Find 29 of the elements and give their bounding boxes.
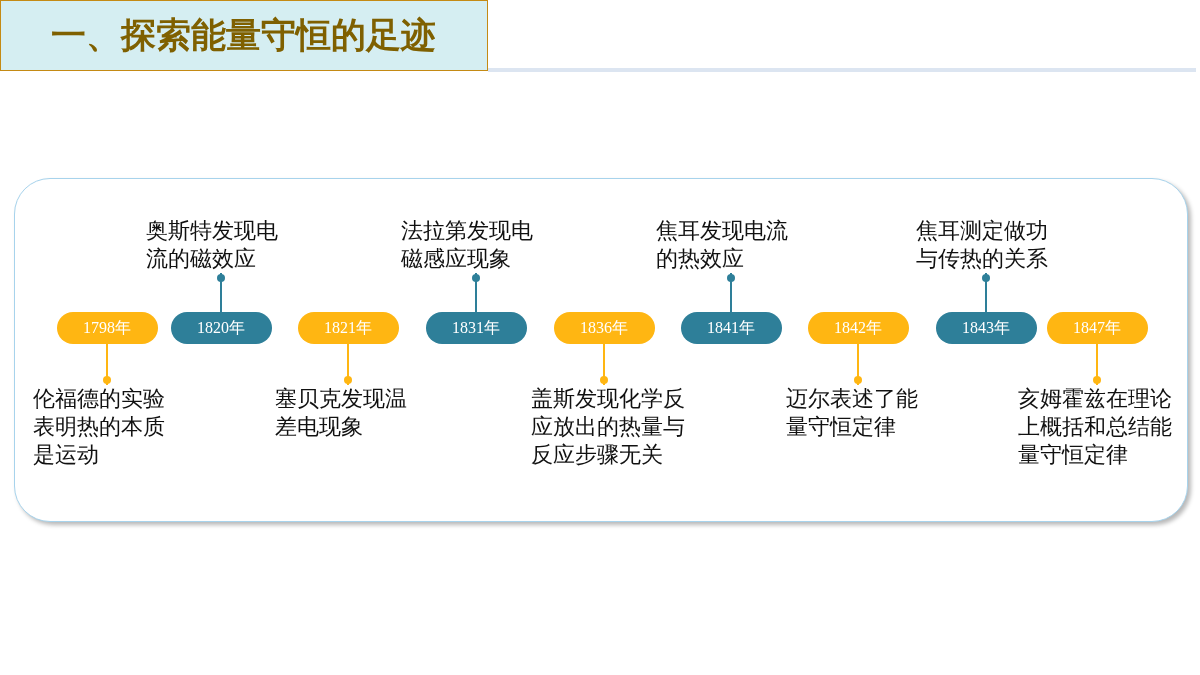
event-text: 塞贝克发现温差电现象 — [275, 385, 411, 441]
year-pill: 1798年 — [56, 312, 158, 344]
leader-line — [600, 343, 608, 386]
event-text: 迈尔表述了能量守恒定律 — [786, 385, 922, 441]
event-text: 法拉第发现电磁感应现象 — [401, 217, 537, 273]
year-pill: 1843年 — [935, 312, 1037, 344]
event-text: 亥姆霍兹在理论上概括和总结能量守恒定律 — [1018, 385, 1176, 469]
year-pill: 1836年 — [553, 312, 655, 344]
year-pill: 1842年 — [807, 312, 909, 344]
year-pill: 1831年 — [425, 312, 527, 344]
leader-line — [103, 343, 111, 386]
year-pill: 1821年 — [297, 312, 399, 344]
event-text: 焦耳发现电流的热效应 — [656, 217, 792, 273]
event-text: 盖斯发现化学反应放出的热量与反应步骤无关 — [531, 385, 689, 469]
leader-line — [982, 272, 990, 313]
year-pill: 1820年 — [170, 312, 272, 344]
section-title: 一、探索能量守恒的足迹 — [0, 0, 488, 71]
year-pill: 1841年 — [680, 312, 782, 344]
leader-line — [344, 343, 352, 386]
leader-line — [727, 272, 735, 313]
leader-line — [217, 272, 225, 313]
event-text: 伦福德的实验表明热的本质是运动 — [33, 385, 169, 469]
year-pill: 1847年 — [1046, 312, 1148, 344]
leader-line — [854, 343, 862, 386]
event-text: 奥斯特发现电流的磁效应 — [146, 217, 282, 273]
leader-line — [1093, 343, 1101, 386]
event-text: 焦耳测定做功与传热的关系 — [916, 217, 1052, 273]
timeline-panel — [14, 178, 1188, 522]
leader-line — [472, 272, 480, 313]
